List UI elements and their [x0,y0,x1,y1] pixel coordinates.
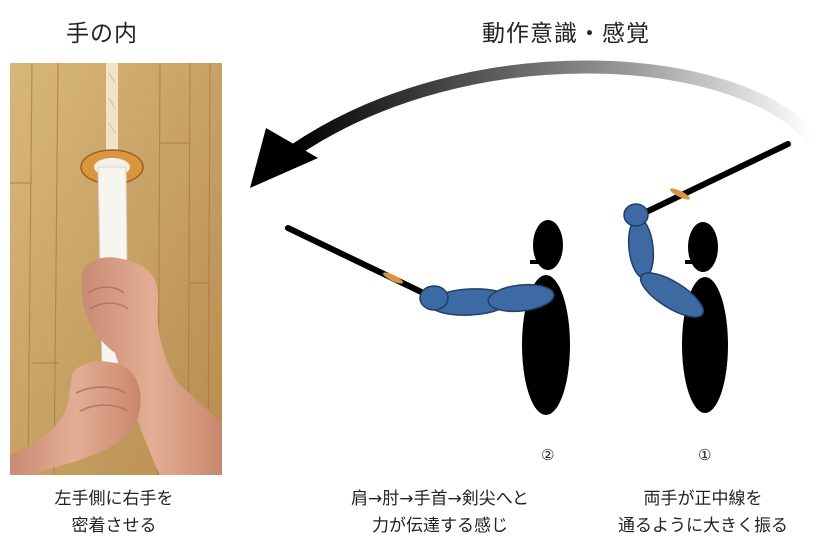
figure-1-tsuba [670,188,690,200]
figure-2-body [522,275,570,415]
caption-swing: 両手が正中線を 通るように大きく振る [598,486,808,540]
floor-boards [10,63,211,475]
motion-title: 動作意識・感覚 [482,21,650,47]
figure-1-body [682,277,728,413]
figure-2-head [533,220,563,270]
marker-2: ② [541,446,555,464]
figure-2-hand [419,285,449,311]
caption-transfer: 肩→肘→手首→剣尖へと 力が伝達する感じ [322,486,558,540]
figure-2 [285,220,570,415]
shinai-string [108,72,116,134]
caption-grip: 左手側に右手を 密着させる [38,486,190,540]
marker-1: ① [698,446,712,464]
arrow-head [250,128,318,188]
figure-2-forearm [429,288,511,316]
caption-grip-line-2: 密着させる [71,516,157,536]
caption-transfer-line-1: 肩→肘→手首→剣尖へと [351,489,529,509]
left-hand-arm [10,361,141,475]
figure-1-hand [623,203,649,227]
right-hand-arm [81,257,222,475]
grip-photo [10,63,222,475]
caption-swing-line-1: 両手が正中線を [643,489,763,509]
figure-2-upper-arm [487,283,555,313]
figure-1-forearm [627,217,655,279]
figure-2-shinai [285,225,441,303]
motion-arrow [288,60,817,158]
figure-1 [623,141,791,413]
figure-1-head [688,222,718,272]
figure-2-tsuba [383,272,403,284]
figure-1-shinai [639,141,791,217]
figure-1-upper-arm [639,272,705,318]
caption-grip-line-1: 左手側に右手を [54,489,174,509]
photo-title: 手の内 [66,21,138,47]
caption-swing-line-2: 通るように大きく振る [618,516,788,536]
caption-transfer-line-2: 力が伝達する感じ [372,516,508,536]
